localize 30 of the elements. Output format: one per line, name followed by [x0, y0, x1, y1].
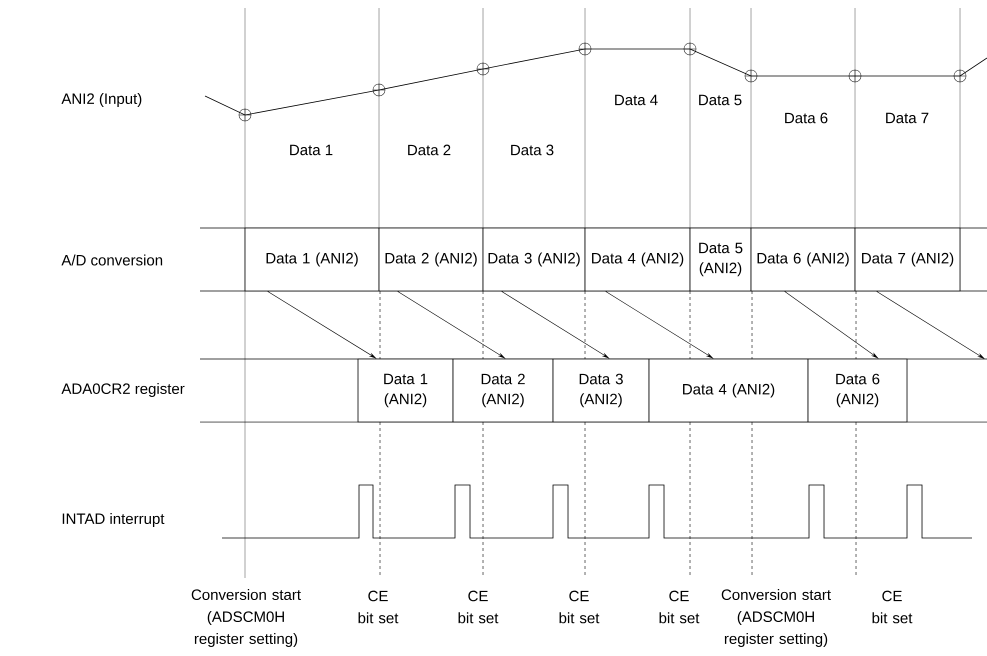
timing-annotation: CE bit set: [560, 590, 600, 624]
conversion-cell: Data 2 (ANI2): [378, 228, 484, 292]
data-label: Data 5: [699, 94, 742, 106]
timing-annotation: CE bit set: [358, 590, 398, 624]
row-label: INTAD interrupt: [62, 513, 164, 527]
register-cell: Data 4 (ANI2): [648, 358, 808, 422]
data-label: Data 6: [785, 112, 828, 124]
conversion-cell: Data 6 (ANI2): [750, 228, 856, 292]
row-label: ADA0CR2 register: [61, 383, 184, 397]
conversion-cell: Data 5 (ANI2): [690, 228, 752, 292]
data-label: Data 7: [886, 112, 928, 124]
timing-annotation: Conversion start (ADSCM0H register setting): [722, 589, 831, 647]
data-label: Data 2: [408, 144, 450, 156]
data-label: Data 4: [615, 94, 658, 106]
row-label: ANI2 (Input): [61, 93, 142, 107]
data-label: Data 1: [290, 144, 332, 156]
conversion-cell: Data 7 (ANI2): [854, 228, 960, 292]
timing-annotation: Conversion start (ADSCM0H register setting): [192, 589, 301, 647]
timing-annotation: CE bit set: [872, 590, 912, 624]
timing-annotation: CE bit set: [660, 590, 700, 624]
data-label: Data 3: [511, 144, 554, 156]
register-cell: Data 3 (ANI2): [552, 358, 650, 422]
register-cell: Data 1 (ANI2): [358, 358, 454, 422]
conversion-cell: Data 3 (ANI2): [482, 228, 586, 292]
register-cell: Data 2 (ANI2): [452, 358, 554, 422]
row-label: A/D conversion: [61, 254, 162, 266]
timing-annotation: CE bit set: [458, 590, 498, 624]
conversion-cell: Data 1 (ANI2): [244, 228, 380, 292]
register-cell: Data 6 (ANI2): [808, 358, 908, 422]
conversion-cell: Data 4 (ANI2): [584, 228, 690, 292]
